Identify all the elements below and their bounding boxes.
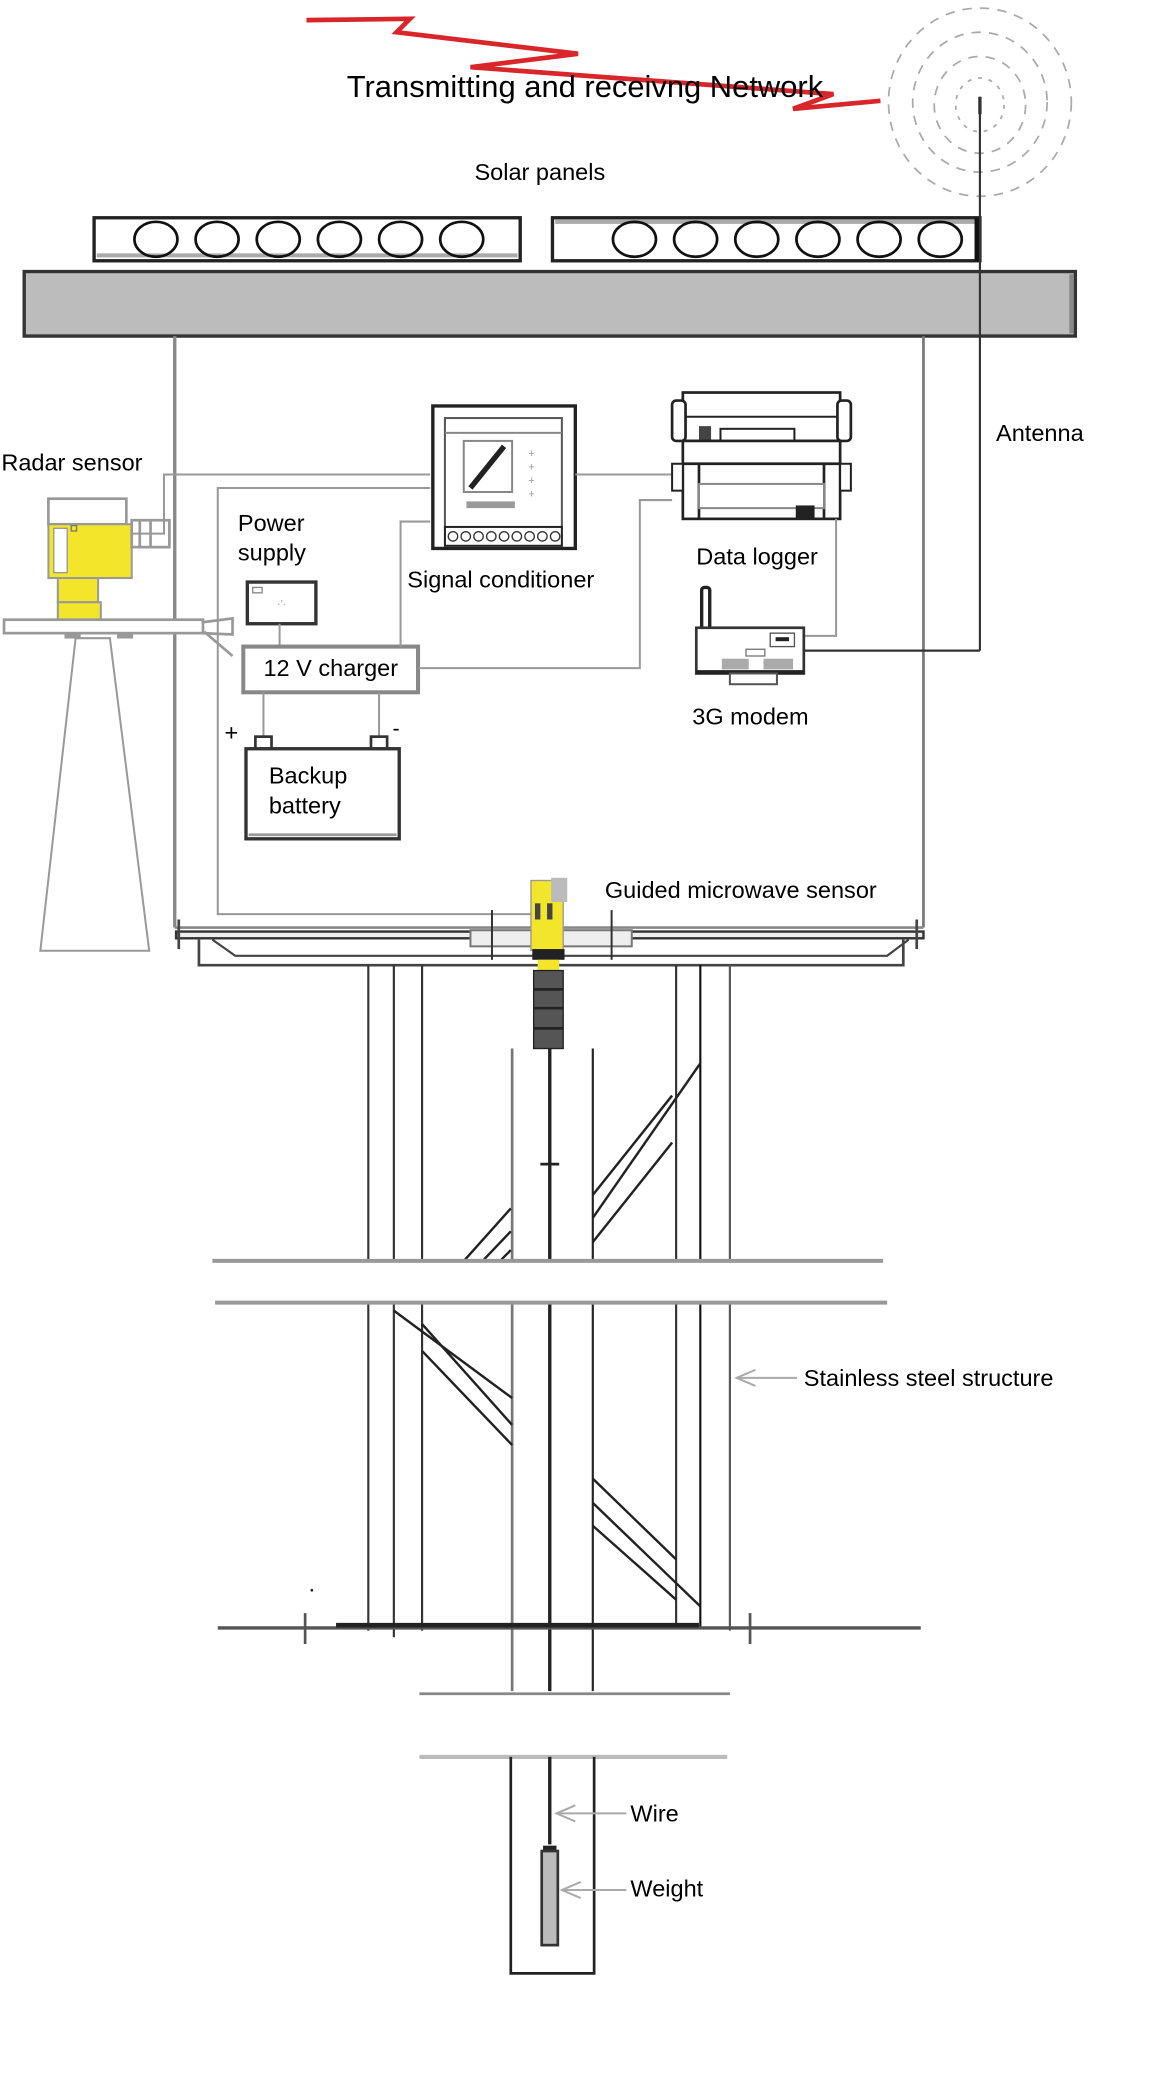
terminal-icon bbox=[460, 530, 472, 542]
network-title: Transmitting and receivng Network bbox=[347, 69, 824, 104]
solar-cells bbox=[133, 220, 964, 259]
stainless-steel-structure-label: Stainless steel structure bbox=[804, 1365, 1054, 1391]
battery-plus-label: + bbox=[224, 720, 238, 746]
terminal-icon bbox=[524, 530, 535, 542]
solar-cell-icon bbox=[672, 220, 719, 259]
weight-icon bbox=[540, 1845, 560, 1947]
solar-cell-icon bbox=[856, 220, 902, 259]
radar-sensor-label: Radar sensor bbox=[1, 449, 142, 475]
signal-bolt-icon bbox=[306, 16, 881, 112]
terminal-icon bbox=[485, 530, 497, 542]
power-supply-icon: ·’· bbox=[245, 580, 318, 626]
data-logger-label: Data logger bbox=[696, 544, 818, 570]
svg-text:+: + bbox=[528, 475, 534, 487]
antenna-label: Antenna bbox=[996, 420, 1085, 446]
stainless-steel-structure bbox=[212, 965, 921, 1975]
solar-cell-icon bbox=[611, 220, 658, 259]
svg-text:·’·: ·’· bbox=[277, 599, 287, 611]
svg-text:+: + bbox=[528, 448, 534, 460]
charger-box: 12 V charger bbox=[241, 644, 421, 695]
solar-cell-icon bbox=[377, 220, 424, 259]
data-logger-icon bbox=[670, 391, 853, 521]
terminal-icon bbox=[511, 530, 523, 542]
solar-cell-icon bbox=[733, 220, 780, 259]
weight-label: Weight bbox=[630, 1876, 703, 1902]
wire-label: Wire bbox=[630, 1800, 678, 1826]
solar-cell-icon bbox=[194, 220, 240, 259]
terminal-icon bbox=[537, 530, 548, 542]
solar-cell-icon bbox=[255, 220, 302, 259]
structure-callout-arrow-icon bbox=[734, 1368, 798, 1387]
battery-icon bbox=[244, 735, 401, 841]
svg-text:+: + bbox=[528, 461, 534, 473]
battery-label-2: battery bbox=[269, 792, 341, 818]
signal-conditioner-label: Signal conditioner bbox=[407, 566, 594, 592]
radar-sensor-icon bbox=[2, 497, 234, 952]
solar-cell-icon bbox=[438, 220, 485, 259]
signal-conditioner-icon: ++ ++ bbox=[431, 404, 577, 551]
guided-microwave-sensor-icon bbox=[530, 877, 568, 1050]
terminal-icon bbox=[473, 530, 484, 542]
battery-minus-label: - bbox=[393, 716, 400, 740]
power-supply-label-1: Power bbox=[238, 510, 305, 536]
svg-text:+: + bbox=[528, 488, 534, 500]
modem-label: 3G modem bbox=[692, 704, 808, 730]
solar-cell-icon bbox=[917, 220, 964, 259]
weight-callout-arrow-icon bbox=[559, 1881, 627, 1900]
modem-icon bbox=[694, 585, 806, 686]
terminal-icon bbox=[447, 530, 459, 542]
solar-cell-icon bbox=[316, 220, 363, 259]
solar-cell-icon bbox=[133, 220, 179, 259]
wire-callout-arrow-icon bbox=[553, 1804, 627, 1823]
power-supply-label-2: supply bbox=[238, 540, 306, 566]
terminal-icon bbox=[498, 530, 510, 542]
roof-slab bbox=[22, 269, 1078, 338]
solar-cell-icon bbox=[795, 220, 841, 259]
terminal-icon bbox=[549, 530, 561, 542]
guided-microwave-sensor-label: Guided microwave sensor bbox=[605, 877, 877, 903]
battery-label-1: Backup bbox=[269, 763, 347, 789]
charger-label: 12 V charger bbox=[263, 655, 398, 681]
solar-panels-label: Solar panels bbox=[474, 159, 605, 185]
solar-panel-left bbox=[92, 216, 522, 263]
